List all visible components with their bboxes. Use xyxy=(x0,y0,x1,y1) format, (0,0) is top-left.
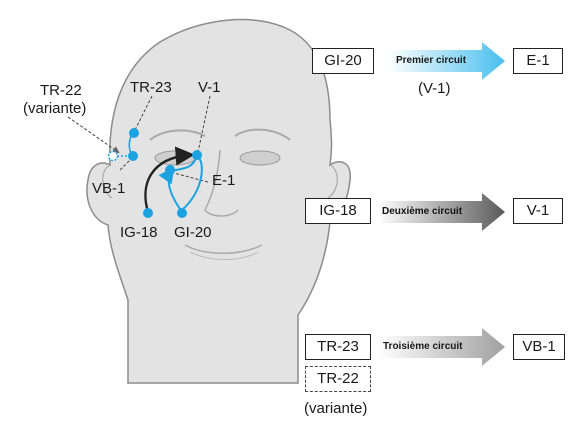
circuit2-from-box: IG-18 xyxy=(305,198,371,224)
label-e1: E-1 xyxy=(212,172,236,189)
label-v1: V-1 xyxy=(198,79,221,96)
label-tr22: TR-22 xyxy=(40,82,82,99)
point-ig18 xyxy=(143,208,153,218)
label-tr22-variant: (variante) xyxy=(23,100,87,117)
label-tr23: TR-23 xyxy=(130,79,172,96)
circuit3-from-box: TR-23 xyxy=(305,334,371,360)
circuit1-to-box: E-1 xyxy=(513,48,563,74)
circuit1-from-box: GI-20 xyxy=(312,48,374,74)
point-gi20 xyxy=(177,208,187,218)
circuit3-to-box: VB-1 xyxy=(513,334,565,360)
circuit2-to-box: V-1 xyxy=(513,198,563,224)
label-vb1: VB-1 xyxy=(92,180,126,197)
point-tr22 xyxy=(107,150,119,162)
point-e1 xyxy=(165,165,175,175)
circuit1-label: Premier circuit xyxy=(396,55,467,66)
circuit3-alt-note: (variante) xyxy=(304,400,368,417)
point-vb1 xyxy=(128,151,138,161)
point-v1 xyxy=(192,150,202,160)
circuit-arrow-2 xyxy=(378,193,505,231)
point-tr23 xyxy=(129,128,139,138)
circuit3-label: Troisième circuit xyxy=(383,341,463,352)
circuit-arrow-3 xyxy=(378,328,505,366)
circuit2-label: Deuxième circuit xyxy=(382,206,463,217)
circuit1-note: (V-1) xyxy=(418,80,451,97)
label-gi20: GI-20 xyxy=(174,224,212,241)
circuit3-alt-from-box: TR-22 xyxy=(305,366,371,392)
label-ig18: IG-18 xyxy=(120,224,158,241)
circuit-arrow-1 xyxy=(388,42,505,80)
